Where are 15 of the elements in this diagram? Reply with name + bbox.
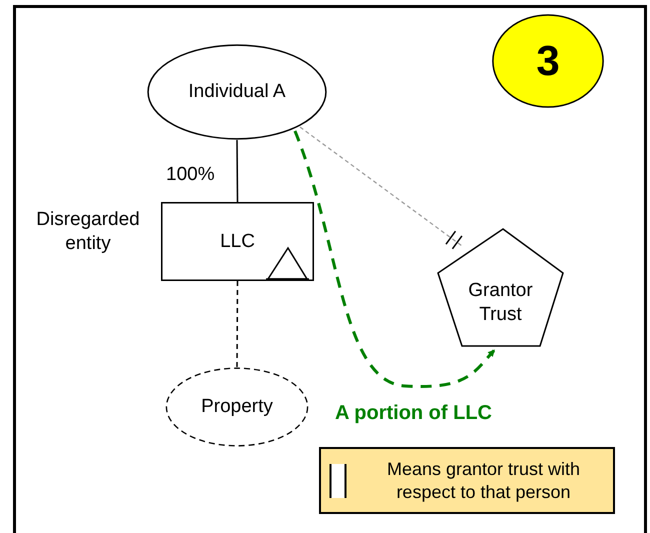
node-caption: Disregarded entity — [35, 208, 141, 256]
connector-line — [236, 140, 238, 202]
node-label: Property — [201, 395, 273, 419]
number-circle — [492, 14, 604, 108]
node-label: Grantor Trust — [467, 278, 534, 326]
node-label: Individual A — [188, 80, 286, 104]
node-label: 3 — [536, 36, 560, 86]
arrow — [294, 130, 496, 388]
node-label: LLC — [220, 230, 255, 254]
legend-text: Means grantor trust with respect to that person — [386, 458, 582, 503]
entity-box — [161, 202, 314, 281]
dashed-ellipse-node — [165, 367, 309, 447]
connector-line — [236, 281, 238, 367]
pentagon-node — [437, 228, 564, 347]
ellipse-node — [147, 44, 327, 140]
